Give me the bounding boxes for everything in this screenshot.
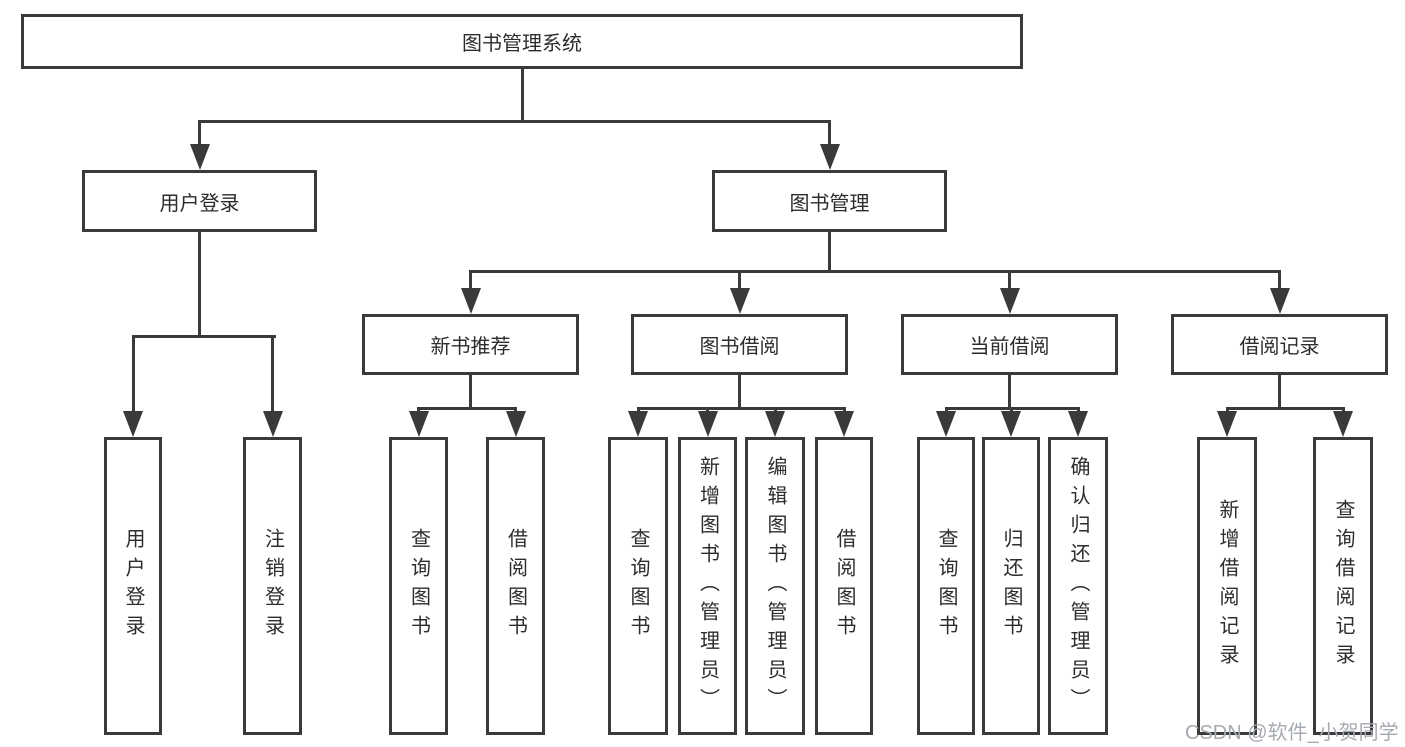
leaf-query-books-current-label: 查询图书 — [935, 528, 957, 644]
connector-vline — [198, 232, 201, 337]
arrow-down-icon — [408, 411, 429, 437]
leaf-borrow-books-recommend-label: 借阅图书 — [504, 528, 527, 644]
connector-hline — [469, 270, 1281, 273]
arrow-down-icon — [123, 411, 143, 437]
connector-vline — [271, 335, 274, 411]
node-book-management: 图书管理 — [712, 170, 947, 232]
arrow-down-icon — [936, 411, 956, 437]
arrow-down-icon — [1217, 411, 1237, 437]
arrow-down-icon — [999, 288, 1020, 314]
arrow-down-icon — [1333, 411, 1353, 437]
leaf-borrow-books-borrow-label: 借阅图书 — [833, 528, 855, 644]
node-book-borrow-label: 图书借阅 — [699, 336, 780, 358]
connector-vline — [469, 270, 472, 288]
node-book-borrow: 图书借阅 — [631, 314, 848, 375]
node-user-login-label: 用户登录 — [159, 192, 240, 215]
leaf-add-borrow-record: 新增借阅记录 — [1197, 437, 1257, 735]
arrow-down-icon — [1068, 411, 1088, 437]
leaf-logout-login-label: 注销登录 — [261, 528, 284, 644]
connector-vline — [469, 375, 472, 409]
connector-vline — [706, 407, 709, 413]
leaf-add-book-admin: 新增图书（管理员） — [678, 437, 737, 735]
node-borrow-records-label: 借阅记录 — [1239, 336, 1320, 358]
connector-vline — [738, 270, 741, 288]
connector-hline — [636, 407, 846, 410]
leaf-query-borrow-record: 查询借阅记录 — [1313, 437, 1373, 735]
node-root: 图书管理系统 — [21, 14, 1023, 69]
connector-vline — [1076, 407, 1080, 413]
node-book-management-label: 图书管理 — [789, 192, 870, 215]
leaf-borrow-books-recommend: 借阅图书 — [486, 437, 545, 735]
arrow-down-icon — [729, 288, 750, 314]
connector-vline — [636, 407, 640, 413]
connector-hline — [131, 335, 276, 338]
leaf-return-books: 归还图书 — [982, 437, 1040, 735]
connector-vline — [520, 69, 524, 122]
connector-vline — [1008, 270, 1011, 288]
connector-vline — [828, 120, 831, 144]
arrow-down-icon — [505, 411, 526, 437]
leaf-query-books-recommend: 查询图书 — [389, 437, 448, 735]
connector-vline — [1278, 270, 1281, 288]
connector-vline — [1278, 375, 1281, 409]
connector-vline — [1009, 407, 1013, 413]
arrow-down-icon — [628, 411, 648, 437]
leaf-return-books-label: 归还图书 — [1000, 528, 1022, 644]
connector-vline — [842, 407, 846, 413]
arrow-down-icon — [460, 288, 481, 314]
arrow-down-icon — [819, 144, 840, 170]
node-current-borrow: 当前借阅 — [901, 314, 1118, 375]
leaf-edit-book-admin: 编辑图书（管理员） — [745, 437, 805, 735]
node-new-book-recommend: 新书推荐 — [362, 314, 579, 375]
connector-vline — [514, 407, 517, 413]
connector-vline — [1008, 375, 1011, 409]
connector-hline — [198, 120, 831, 123]
connector-vline — [773, 407, 777, 413]
leaf-confirm-return-admin: 确认归还（管理员） — [1048, 437, 1108, 735]
leaf-borrow-books-borrow: 借阅图书 — [815, 437, 873, 735]
arrow-down-icon — [697, 411, 718, 437]
node-new-book-recommend-label: 新书推荐 — [430, 336, 511, 358]
leaf-add-book-admin-label: 新增图书（管理员） — [696, 455, 719, 717]
connector-vline — [738, 375, 741, 409]
leaf-add-borrow-record-label: 新增借阅记录 — [1216, 499, 1238, 673]
arrow-down-icon — [189, 144, 210, 170]
node-user-login: 用户登录 — [82, 170, 317, 232]
node-root-label: 图书管理系统 — [462, 33, 582, 55]
leaf-query-books-borrow: 查询图书 — [608, 437, 668, 735]
leaf-query-books-current: 查询图书 — [917, 437, 975, 735]
leaf-query-books-borrow-label: 查询图书 — [627, 528, 649, 644]
arrow-down-icon — [1001, 411, 1021, 437]
connector-vline — [1225, 407, 1229, 413]
connector-vline — [198, 120, 201, 144]
leaf-user-login-label: 用户登录 — [122, 528, 144, 644]
connector-hline — [1225, 407, 1345, 410]
connector-vline — [1341, 407, 1345, 413]
watermark: CSDN @软件_小贺同学 — [1185, 722, 1399, 744]
leaf-query-borrow-record-label: 查询借阅记录 — [1332, 499, 1354, 673]
connector-vline — [828, 232, 831, 272]
leaf-logout-login: 注销登录 — [243, 437, 302, 735]
connector-vline — [131, 335, 135, 411]
leaf-edit-book-admin-label: 编辑图书（管理员） — [764, 455, 786, 717]
connector-vline — [944, 407, 948, 413]
leaf-confirm-return-admin-label: 确认归还（管理员） — [1067, 455, 1089, 717]
node-borrow-records: 借阅记录 — [1171, 314, 1388, 375]
arrow-down-icon — [1269, 288, 1290, 314]
node-current-borrow-label: 当前借阅 — [969, 336, 1050, 358]
arrow-down-icon — [765, 411, 785, 437]
arrow-down-icon — [834, 411, 854, 437]
leaf-query-books-recommend-label: 查询图书 — [407, 528, 430, 644]
connector-vline — [417, 407, 420, 413]
arrow-down-icon — [262, 411, 283, 437]
leaf-user-login: 用户登录 — [104, 437, 162, 735]
connector-hline — [417, 407, 517, 410]
